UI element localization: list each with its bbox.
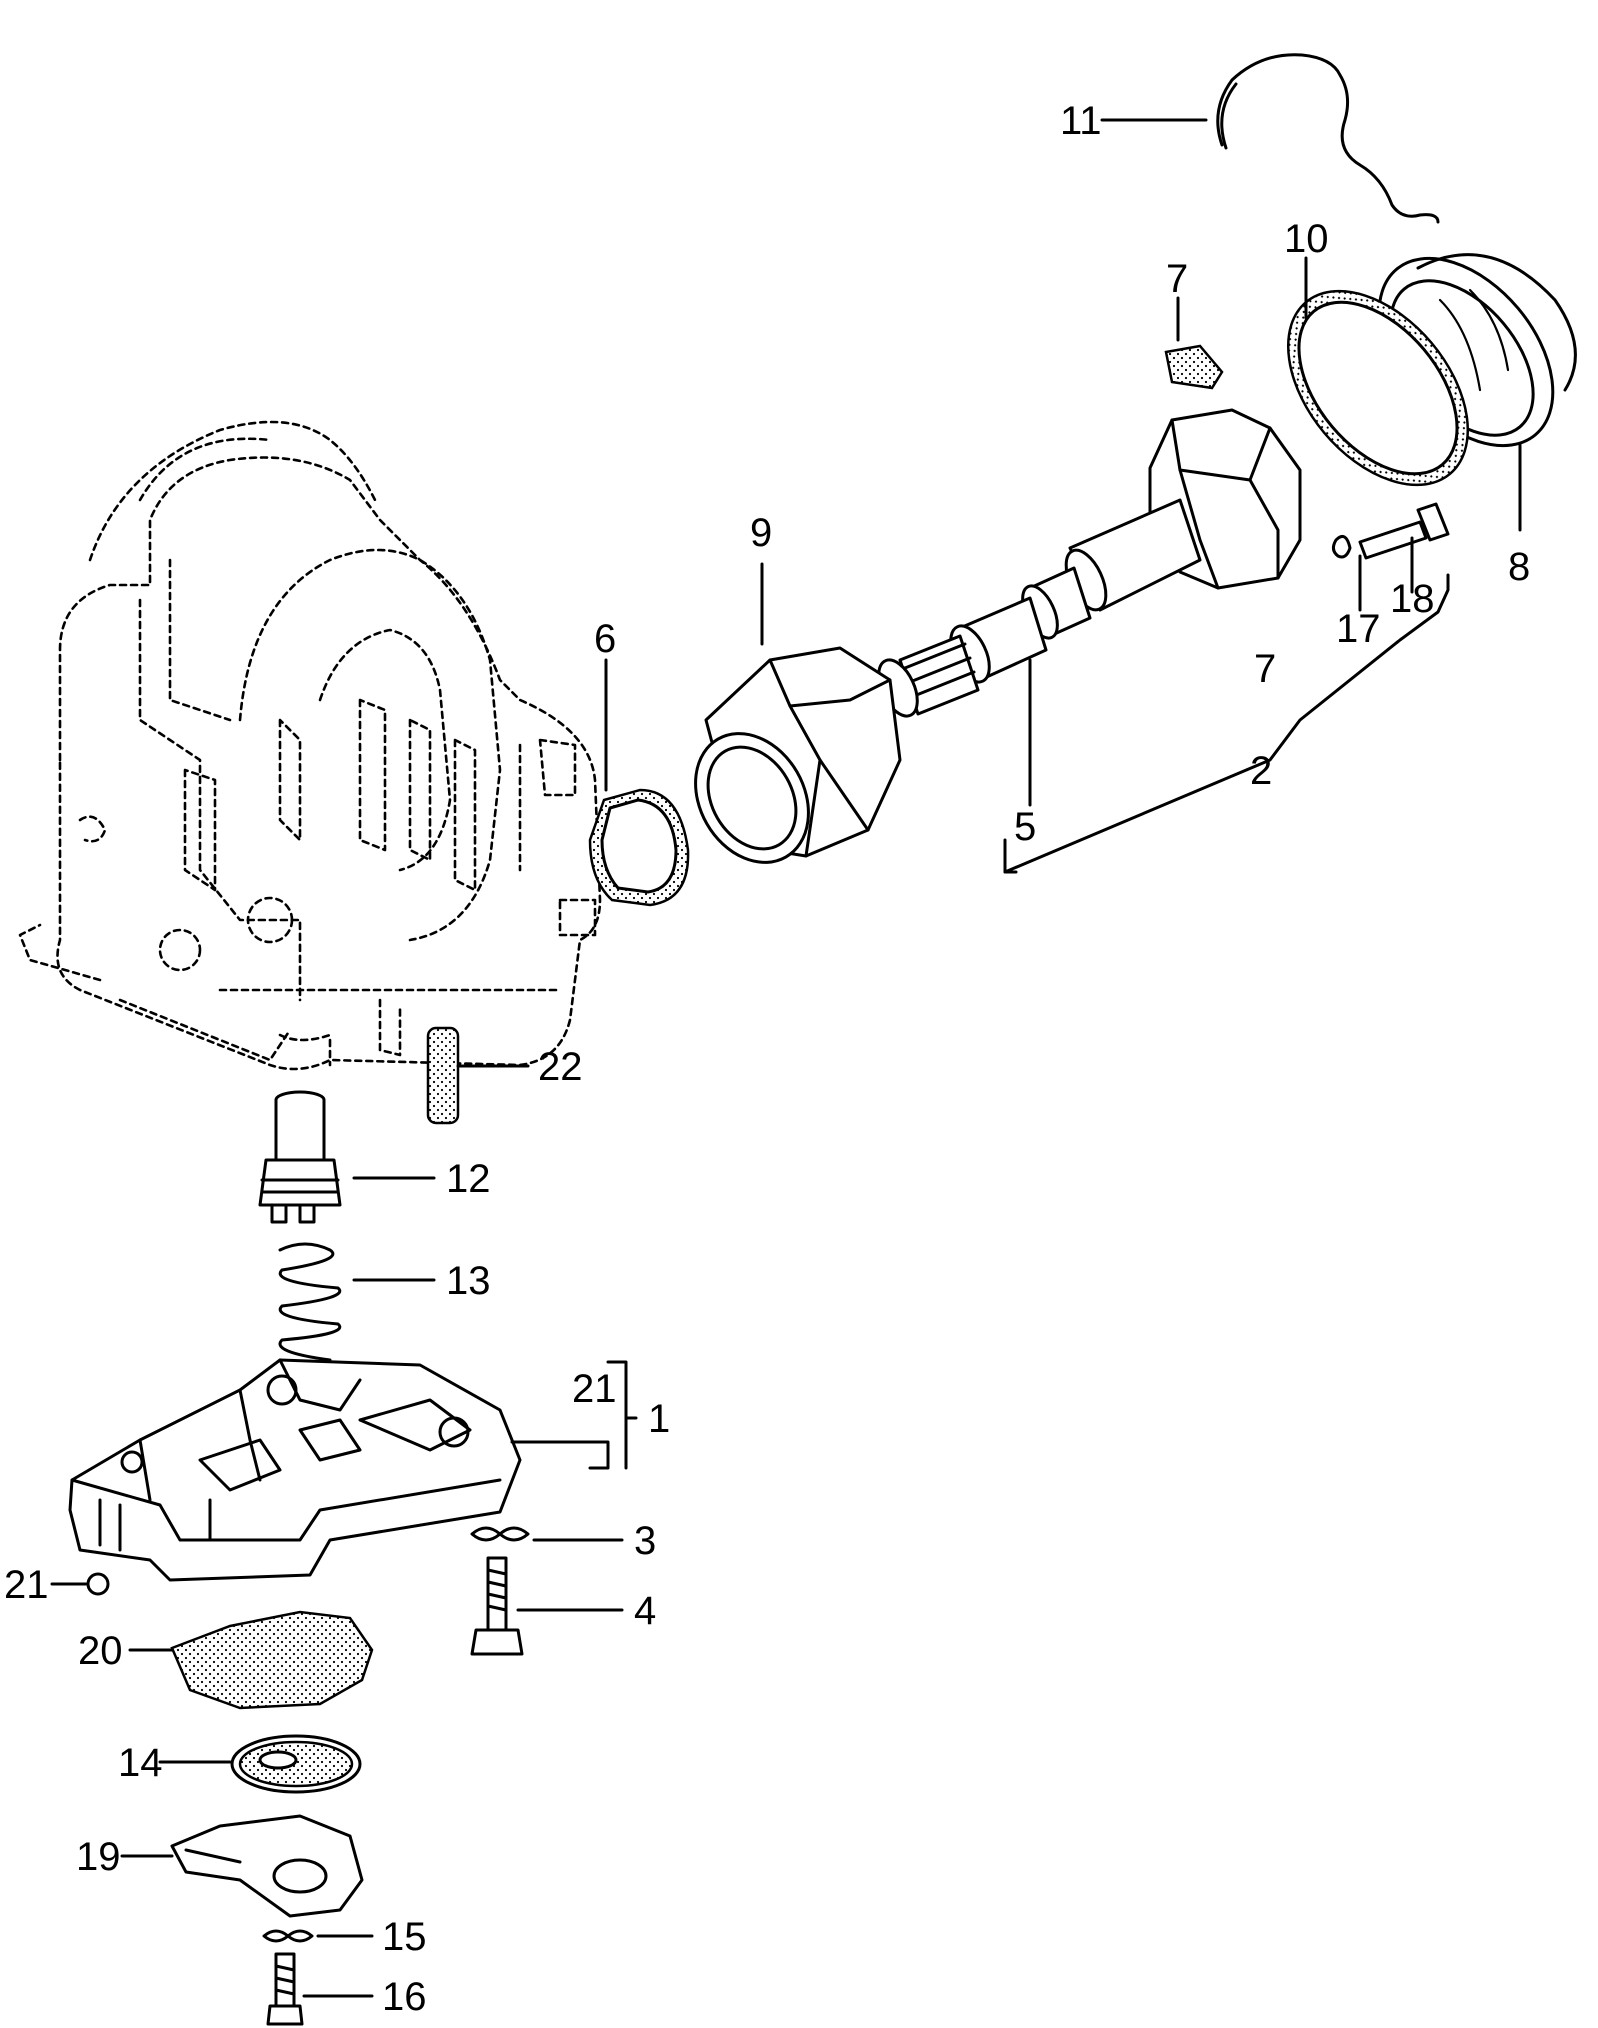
valve-body-part — [68, 1358, 522, 1582]
transmission-housing-outline — [18, 420, 602, 1071]
callout-22: 22 — [538, 1045, 583, 1089]
small-seal-part — [1164, 344, 1224, 390]
plug-21-part — [86, 1572, 110, 1596]
bolt-18-part — [1358, 502, 1450, 560]
callout-20: 20 — [78, 1629, 123, 1673]
bolt-4-part — [470, 1556, 524, 1656]
spring-13-part — [278, 1242, 342, 1362]
washer-17-part — [1331, 534, 1352, 559]
callout-2: 2 — [1250, 749, 1272, 793]
callout-7-seal: 7 — [1166, 257, 1188, 301]
callout-4: 4 — [634, 1589, 656, 1633]
callout-9: 9 — [750, 511, 772, 555]
callout-14: 14 — [118, 1741, 163, 1785]
bolt-16-part — [266, 1952, 304, 2026]
callout-19: 19 — [76, 1835, 121, 1879]
leader-lines — [50, 118, 1522, 1998]
seal-15-part — [262, 1929, 314, 1943]
drive-shaft-assembly — [877, 408, 1302, 718]
gasket-20-part — [170, 1610, 374, 1710]
callout-1: 1 — [648, 1397, 670, 1441]
callout-10: 10 — [1284, 217, 1329, 261]
callout-7-assembly: 7 — [1254, 647, 1276, 691]
callout-12: 12 — [446, 1157, 491, 1201]
callout-16: 16 — [382, 1975, 427, 2019]
callout-3: 3 — [634, 1519, 656, 1563]
callout-21: 21 — [4, 1563, 49, 1607]
callout-5: 5 — [1014, 805, 1036, 849]
pump-drum-part — [694, 646, 902, 864]
callout-6: 6 — [594, 617, 616, 661]
callout-17: 17 — [1336, 607, 1381, 651]
wire-clip-part — [1216, 53, 1440, 224]
callout-21-bracket: 21 — [572, 1367, 617, 1411]
seal-3-part — [470, 1526, 530, 1542]
piston-12-part — [258, 1090, 342, 1224]
callout-13: 13 — [446, 1259, 491, 1303]
cover-plate-19-part — [170, 1814, 364, 1918]
callout-8: 8 — [1508, 545, 1530, 589]
callout-11: 11 — [1060, 99, 1102, 143]
gasket-6-part — [588, 788, 690, 907]
callout-15: 15 — [382, 1915, 427, 1959]
filter-22-part — [426, 1026, 460, 1125]
callout-18: 18 — [1390, 577, 1435, 621]
callout-labels: 11 10 7 8 9 6 17 18 7 2 5 22 12 13 21 1 … — [4, 99, 1530, 2019]
filter-disc-14-part — [230, 1734, 362, 1794]
